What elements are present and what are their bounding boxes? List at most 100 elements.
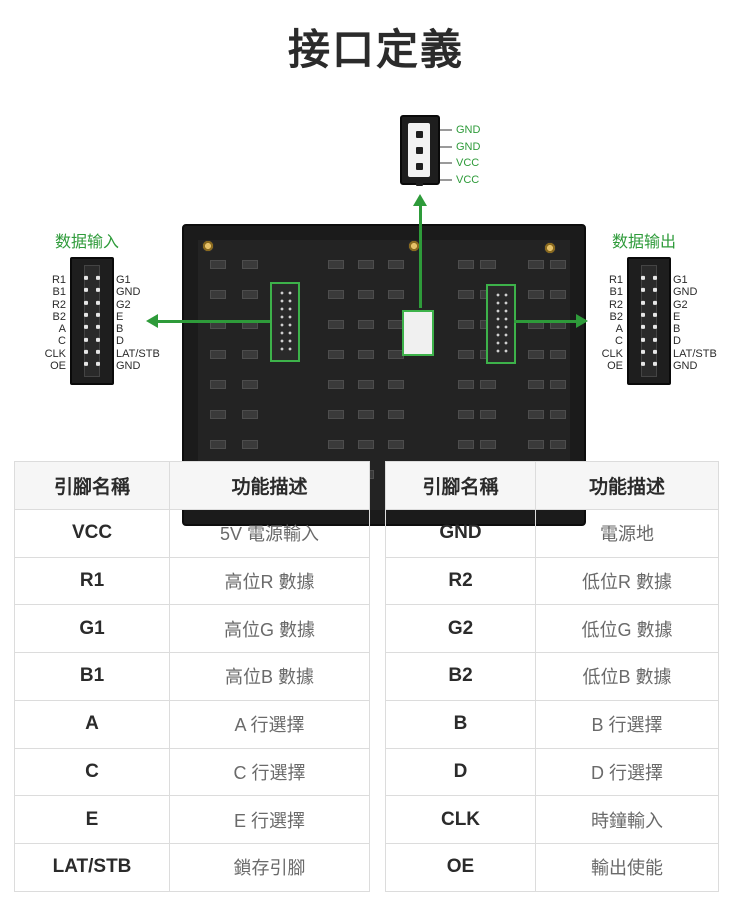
pin-name-cell: VCC (14, 508, 170, 558)
pin-label: G2 (673, 298, 688, 311)
pin-desc-cell: 高位G 數據 (169, 604, 370, 653)
pin-label: C (58, 335, 66, 348)
header-function: 功能描述 (535, 461, 719, 510)
pin-name-cell: B1 (14, 652, 170, 701)
output-right-labels: G1 GND G2 E B D LAT/STB GND (673, 274, 743, 372)
power-arrow (419, 202, 422, 308)
pin-name-cell: G2 (385, 604, 536, 653)
pin-label: B1 (609, 286, 623, 299)
pin-label: R2 (608, 298, 623, 311)
input-arrow (156, 320, 270, 323)
pin-name-cell: D (385, 747, 536, 797)
pin-desc-cell: E 行選擇 (169, 795, 370, 844)
pin-desc-cell: 低位R 數據 (535, 556, 719, 606)
pin-label: E (673, 310, 681, 323)
pin-label: OE (607, 360, 623, 373)
pin-label: GND (116, 286, 141, 299)
pin-label: OE (50, 360, 66, 373)
pin-label: R1 (608, 274, 623, 286)
pin-desc-cell: B 行選擇 (535, 699, 719, 749)
pin-label: CLK (601, 347, 623, 360)
input-left-labels: R1 B1 R2 B2 A C CLK OE (30, 274, 66, 372)
power-connector (400, 115, 440, 186)
output-header-connector (627, 257, 671, 385)
pin-name-cell: R2 (385, 556, 536, 606)
page-title: 接口定義 (287, 25, 464, 74)
pin-name-cell: G1 (14, 604, 170, 653)
pin-label: G1 (673, 274, 688, 286)
pin-name-cell: C (14, 747, 170, 797)
pin-desc-cell: A 行選擇 (169, 699, 370, 749)
power-pin-label: GND (456, 124, 481, 136)
power-pin-labels: GND GND VCC VCC (456, 122, 480, 188)
pin-label: A (615, 323, 623, 336)
pin-label: GND (116, 360, 141, 373)
data-input-label: 数据输入 (55, 232, 120, 251)
pin-label: G1 (116, 274, 131, 286)
arrow-left-icon (146, 314, 158, 328)
pin-label: LAT/STB (673, 347, 717, 360)
pin-name-cell: R1 (14, 556, 170, 606)
pin-desc-cell: 電源地 (535, 508, 719, 558)
pin-desc-cell: 低位B 數據 (535, 652, 719, 701)
pin-label: R1 (51, 274, 66, 286)
pin-name-cell: CLK (385, 795, 536, 844)
output-left-labels: R1 B1 R2 B2 A C CLK OE (587, 274, 623, 372)
input-header-connector (70, 257, 114, 385)
pin-label: B (116, 323, 124, 336)
board-output-header (486, 284, 516, 364)
pin-name-cell: B (385, 699, 536, 749)
pin-label: D (116, 335, 124, 348)
header-pin-name: 引腳名稱 (385, 461, 536, 510)
pin-desc-cell: 輸出使能 (535, 843, 719, 892)
arrow-right-icon (576, 314, 588, 328)
pin-desc-cell: 低位G 數據 (535, 604, 719, 653)
power-pin-label: VCC (456, 173, 480, 186)
pin-label: R2 (51, 298, 66, 311)
pin-label: GND (673, 360, 698, 373)
pin-label: D (673, 335, 681, 348)
power-pin-label: GND (456, 140, 481, 153)
pin-desc-cell: 高位R 數據 (169, 556, 370, 606)
pin-name-cell: A (14, 699, 170, 749)
pin-label: LAT/STB (116, 347, 160, 360)
pin-label: GND (673, 286, 698, 299)
pin-desc-cell: 鎖存引腳 (169, 843, 370, 892)
pin-label: B (673, 323, 681, 336)
board-input-header (270, 282, 300, 362)
pin-name-cell: B2 (385, 652, 536, 701)
pin-label: A (58, 323, 66, 336)
pin-desc-cell: 時鐘輸入 (535, 795, 719, 844)
pin-name-cell: LAT/STB (14, 843, 170, 892)
pin-label: E (116, 310, 124, 323)
pin-label: B2 (52, 310, 66, 323)
pin-label: C (615, 335, 623, 348)
pin-desc-cell: D 行選擇 (535, 747, 719, 797)
pin-name-cell: GND (385, 508, 536, 558)
pin-name-cell: OE (385, 843, 536, 892)
pin-name-cell: E (14, 795, 170, 844)
header-function: 功能描述 (169, 461, 370, 510)
power-pin-label: VCC (456, 157, 480, 169)
header-pin-name: 引腳名稱 (14, 461, 170, 510)
pin-label: B2 (609, 310, 623, 323)
pin-desc-cell: 高位B 數據 (169, 652, 370, 701)
interface-diagram: GND GND VCC VCC 数据输入 R1 B1 R2 B2 A C CLK… (0, 100, 752, 526)
input-right-labels: G1 GND G2 E B D LAT/STB GND (116, 274, 186, 372)
